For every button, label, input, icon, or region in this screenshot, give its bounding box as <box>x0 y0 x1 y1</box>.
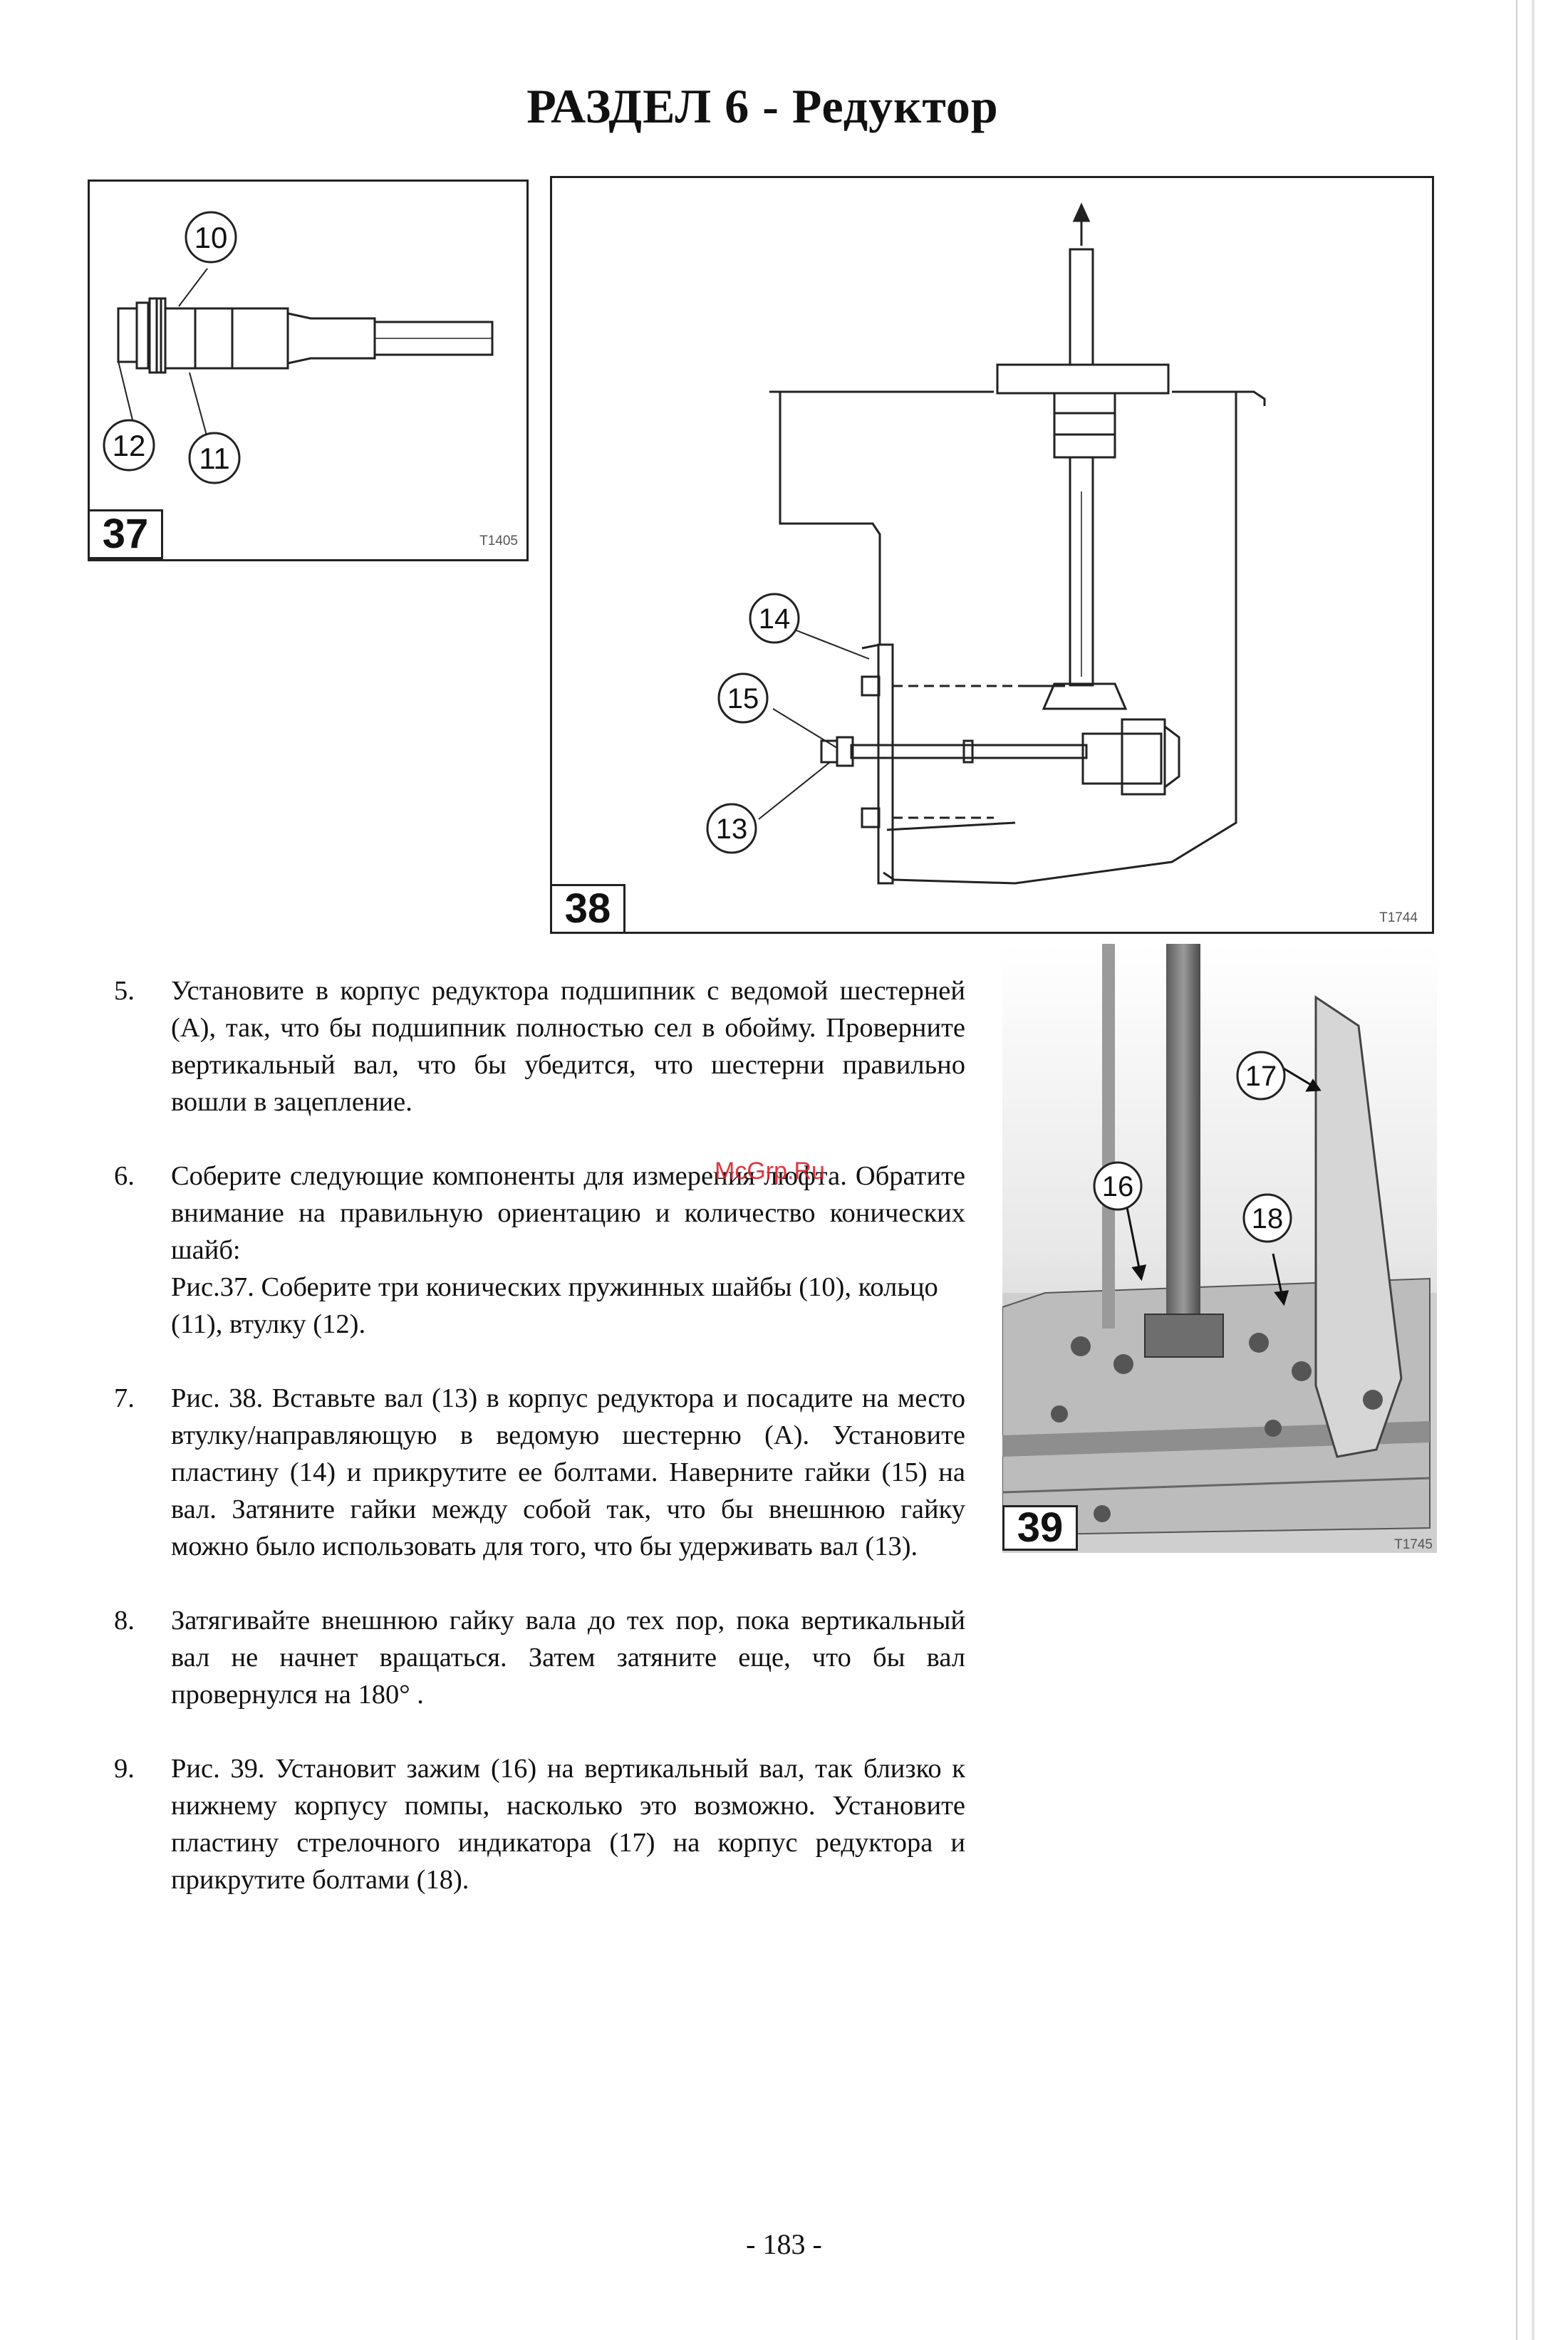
callout-10: 10 <box>194 221 228 254</box>
callout-18-circle <box>1242 1193 1292 1243</box>
figure-39-photo: 17 16 18 39 T1745 <box>1002 944 1437 1553</box>
page-number: - 183 - <box>746 2228 822 2260</box>
callout-12: 12 <box>113 429 146 462</box>
watermark: McGrp.Ru <box>715 1158 825 1185</box>
figure-37-code: T1405 <box>479 534 518 548</box>
step-9: 9. Рис. 39. Установит зажим (16) на верт… <box>114 1750 965 1898</box>
callout-15-circle <box>717 672 769 724</box>
callout-17-circle <box>1236 1051 1286 1101</box>
callout-14: 14 <box>759 603 791 635</box>
step-text: Затягивайте внешнюю гайку вала до тех по… <box>171 1606 965 1710</box>
figure-37: 10 11 12 37 T1405 <box>88 180 529 561</box>
instruction-steps: 5. Установите в корпус редуктора подшипн… <box>114 972 965 1935</box>
step-number: 6. <box>114 1161 135 1191</box>
step-text: Рис. 38. Вставьте вал (13) в корпус реду… <box>171 1383 965 1561</box>
step-text: Соберите следующие компоненты для измере… <box>171 1161 965 1265</box>
figure-38-code: T1744 <box>1379 910 1418 925</box>
callout-15: 15 <box>727 683 759 714</box>
step-5: 5. Установите в корпус редуктора подшипн… <box>114 972 965 1120</box>
page-edge-line <box>1516 0 1517 2340</box>
callout-10-circle <box>185 211 237 264</box>
step-number: 5. <box>114 976 135 1006</box>
figure-38: 14 15 13 38 T1744 <box>550 176 1434 934</box>
step-body: Соберите следующие компоненты для измере… <box>171 1158 965 1343</box>
figure-37-drawing: 10 11 12 <box>103 211 494 484</box>
step-8: 8. Затягивайте внешнюю гайку вала до тех… <box>114 1602 965 1713</box>
callout-13-circle <box>706 803 757 854</box>
callout-13: 13 <box>716 813 748 845</box>
figure-38-drawing: 14 15 13 <box>706 202 1266 885</box>
step-number: 9. <box>114 1754 135 1784</box>
figure-39-code: T1745 <box>1394 1537 1433 1552</box>
step-number: 8. <box>114 1606 135 1636</box>
step-7: 7. Рис. 38. Вставьте вал (13) в корпус р… <box>114 1380 965 1565</box>
step-text: Установите в корпус редуктора подшипник … <box>171 976 965 1117</box>
callout-11-circle <box>188 432 241 484</box>
callout-16-circle <box>1093 1161 1143 1211</box>
step-text-continued: Рис.37. Соберите три конических пружинны… <box>171 1272 938 1339</box>
callout-18: 18 <box>1252 1203 1284 1234</box>
page-title: РАЗДЕЛ 6 - Редуктор <box>526 79 999 133</box>
callout-16: 16 <box>1102 1171 1134 1202</box>
step-number: 7. <box>114 1383 135 1413</box>
callout-12-circle <box>103 419 155 472</box>
figure-39-drawing: 17 16 18 <box>1002 944 1437 1553</box>
step-6: 6. Соберите следующие компоненты для изм… <box>114 1158 965 1343</box>
figure-37-number: 37 <box>88 509 163 559</box>
page-edge-shadow <box>1532 0 1535 2340</box>
callout-11: 11 <box>199 442 230 475</box>
callout-17: 17 <box>1245 1061 1277 1092</box>
callout-14-circle <box>749 593 800 644</box>
figure-39-number: 39 <box>1002 1505 1078 1551</box>
figure-38-number: 38 <box>550 884 625 934</box>
step-text: Рис. 39. Установит зажим (16) на вертика… <box>171 1754 965 1895</box>
